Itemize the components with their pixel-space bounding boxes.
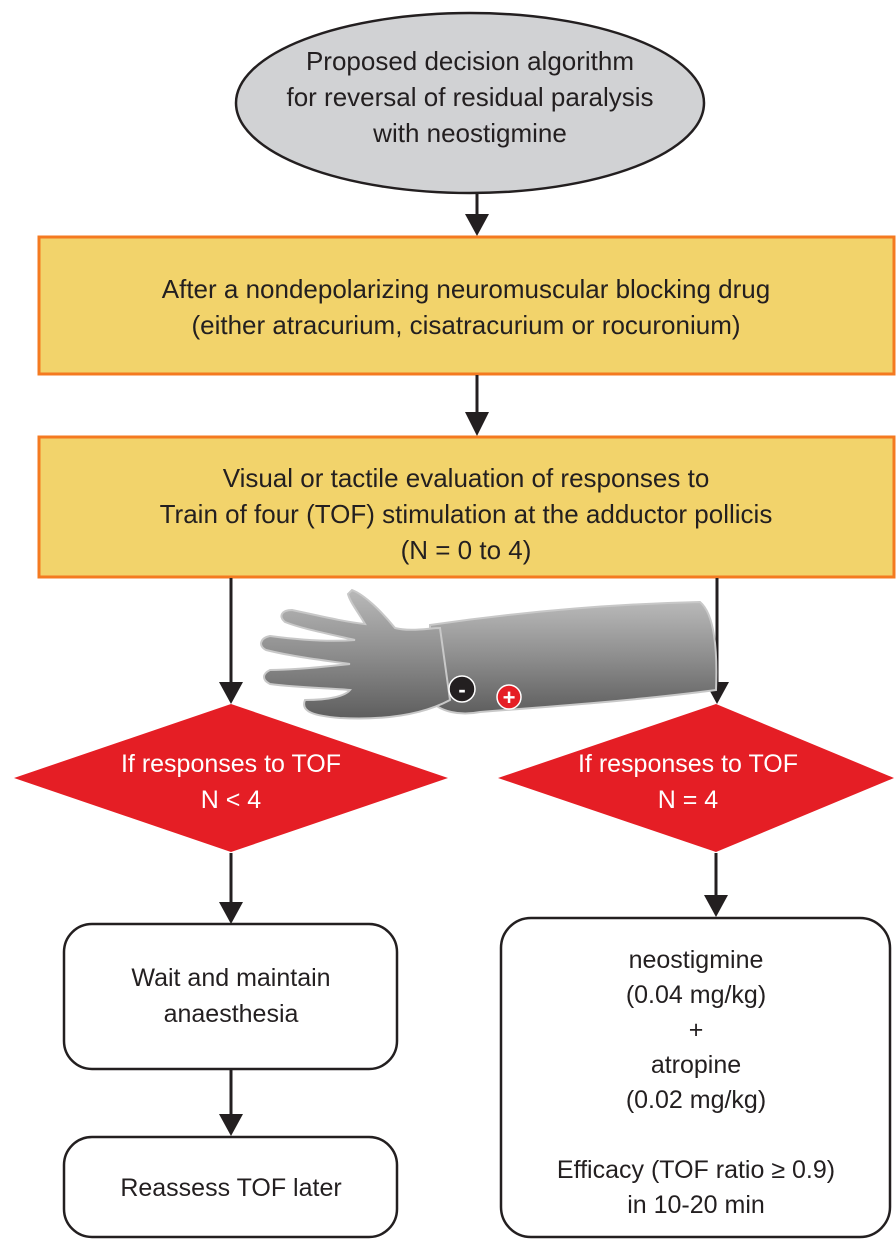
decision-left-line-1: If responses to TOF <box>121 750 341 778</box>
positive-electrode: + <box>496 684 522 710</box>
wait-box: Wait and maintain anaesthesia <box>62 922 399 1071</box>
wait-line-2: anaesthesia <box>164 1000 299 1028</box>
treatment-drug-1: neostigmine <box>629 946 764 974</box>
decision-right: If responses to TOF N = 4 <box>498 704 894 852</box>
hand-shape <box>260 588 452 720</box>
arrow-decision-left-to-wait <box>219 853 243 924</box>
step2-line-1: Visual or tactile evaluation of response… <box>223 463 710 493</box>
arrow-wait-to-reassess <box>219 1070 243 1136</box>
negative-electrode-label: - <box>458 677 465 702</box>
treatment-dose-1: (0.04 mg/kg) <box>626 981 766 1009</box>
treatment-timing: in 10-20 min <box>627 1191 765 1219</box>
arrow-step1-to-step2 <box>465 375 489 436</box>
step1-line-1: After a nondepolarizing neuromuscular bl… <box>162 274 770 304</box>
step1-box: After a nondepolarizing neuromuscular bl… <box>37 235 896 376</box>
step1-line-2: (either atracurium, cisatracurium or roc… <box>191 310 740 340</box>
step2-line-2: Train of four (TOF) stimulation at the a… <box>160 499 773 529</box>
decision-right-line-2: N = 4 <box>658 786 719 814</box>
start-line-2: for reversal of residual paralysis <box>286 82 653 112</box>
treatment-box: neostigmine (0.04 mg/kg) + atropine (0.0… <box>499 916 892 1239</box>
reassess-box: Reassess TOF later <box>62 1135 399 1239</box>
arrow-start-to-step1 <box>465 193 489 236</box>
start-node: Proposed decision algorithm for reversal… <box>234 11 706 195</box>
arrow-step2-to-decision-left <box>219 578 243 704</box>
reassess-line-1: Reassess TOF later <box>120 1174 341 1202</box>
treatment-drug-2: atropine <box>651 1051 741 1079</box>
positive-electrode-label: + <box>503 685 516 710</box>
arrow-decision-right-to-treatment <box>704 853 728 917</box>
decision-left-line-2: N < 4 <box>201 786 262 814</box>
wait-line-1: Wait and maintain <box>131 964 330 992</box>
arm-illustration: - + <box>260 588 718 720</box>
start-line-1: Proposed decision algorithm <box>306 46 634 76</box>
treatment-dose-2: (0.02 mg/kg) <box>626 1086 766 1114</box>
decision-left: If responses to TOF N < 4 <box>14 704 448 852</box>
step2-box: Visual or tactile evaluation of response… <box>37 435 896 579</box>
decision-right-line-1: If responses to TOF <box>578 750 798 778</box>
treatment-plus: + <box>689 1016 704 1044</box>
step2-line-3: (N = 0 to 4) <box>401 535 532 565</box>
forearm-shape <box>429 600 718 715</box>
negative-electrode: - <box>448 675 476 703</box>
treatment-efficacy: Efficacy (TOF ratio ≥ 0.9) <box>557 1156 835 1184</box>
start-line-3: with neostigmine <box>372 118 567 148</box>
